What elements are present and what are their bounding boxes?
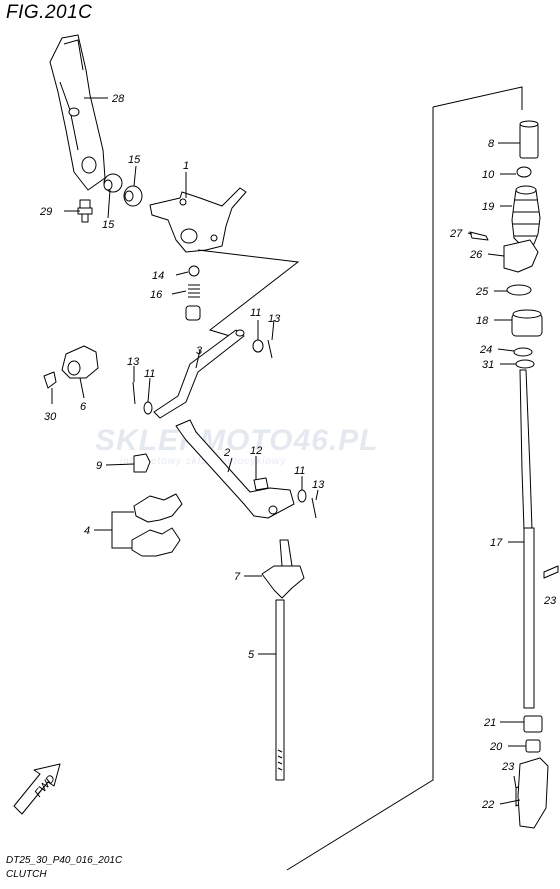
callout-28: 28 xyxy=(111,93,125,105)
callout-23: 23 xyxy=(543,595,557,607)
bellows-boot xyxy=(511,189,541,247)
callout-13: 13 xyxy=(268,313,281,325)
shift-shaft xyxy=(175,419,295,519)
watermark-brand: SKLEPMOTO46.PL xyxy=(95,424,379,457)
nut xyxy=(516,166,532,178)
callout-9: 9 xyxy=(96,460,102,472)
washer xyxy=(297,489,307,503)
callout-15: 15 xyxy=(128,154,141,166)
clamp-lower xyxy=(131,527,181,557)
clamp-upper xyxy=(133,493,183,523)
fwd-arrow-marker: FWD xyxy=(13,763,61,815)
clutch-rod-upper xyxy=(519,369,533,531)
callout-27: 27 xyxy=(449,228,463,240)
shift-lever xyxy=(149,187,247,253)
callout-12: 12 xyxy=(250,445,262,457)
callout-25: 25 xyxy=(475,286,489,298)
watermark-tagline: internetowy sklep motocyklowy xyxy=(120,456,286,467)
callout-14: 14 xyxy=(152,270,164,282)
callout-20: 20 xyxy=(489,741,503,753)
lever-hole xyxy=(81,156,97,174)
o-ring xyxy=(506,284,532,296)
lever-hole xyxy=(68,107,80,117)
shift-collar xyxy=(61,345,99,379)
callout-5: 5 xyxy=(248,649,255,661)
callout-11: 11 xyxy=(144,368,155,380)
callout-15: 15 xyxy=(102,219,115,231)
callout-13: 13 xyxy=(127,356,140,368)
clutch-rod xyxy=(523,527,535,709)
callout-24: 24 xyxy=(479,344,492,356)
callout-4: 4 xyxy=(84,525,90,537)
detent-spring xyxy=(188,284,200,298)
callout-23: 23 xyxy=(501,761,515,773)
shift-rod xyxy=(275,599,285,781)
assembly-outline xyxy=(432,86,523,110)
callout-18: 18 xyxy=(476,315,489,327)
callout-11: 11 xyxy=(294,465,305,477)
callout-10: 10 xyxy=(482,169,495,181)
detent-plunger xyxy=(185,305,201,321)
retainer xyxy=(503,239,539,273)
cotter-pin xyxy=(311,497,317,519)
washer xyxy=(513,347,533,357)
callout-7: 7 xyxy=(234,571,241,583)
bolt xyxy=(133,453,151,473)
cotter-pin xyxy=(132,381,136,405)
washer xyxy=(515,359,535,369)
bolt xyxy=(253,477,269,491)
callout-13: 13 xyxy=(312,479,325,491)
callout-1: 1 xyxy=(183,160,189,172)
callout-3: 3 xyxy=(196,345,203,357)
callout-11: 11 xyxy=(250,307,261,319)
shift-link-rod xyxy=(153,329,245,419)
pin xyxy=(543,565,559,579)
clutch-dog xyxy=(517,757,549,829)
collar xyxy=(525,739,541,753)
callout-17: 17 xyxy=(490,537,503,549)
callout-29: 29 xyxy=(39,206,52,218)
sleeve xyxy=(519,123,539,159)
callout-21: 21 xyxy=(483,717,496,729)
callout-2: 2 xyxy=(223,447,230,459)
watermark: SKLEPMOTO46.PL internetowy sklep motocyk… xyxy=(95,424,379,467)
screw xyxy=(43,371,57,389)
collar xyxy=(523,715,543,733)
model-code: DT25_30_P40_016_201C xyxy=(6,855,123,866)
lever-pivot xyxy=(180,228,198,244)
callout-8: 8 xyxy=(488,138,495,150)
cotter-pin xyxy=(267,339,273,359)
callout-22: 22 xyxy=(481,799,494,811)
washer xyxy=(252,339,264,353)
shift-rod-boot xyxy=(261,565,305,599)
callout-26: 26 xyxy=(469,249,483,261)
callout-19: 19 xyxy=(482,201,494,213)
callout-30: 30 xyxy=(44,411,57,423)
figure-title: FIG.201C xyxy=(6,2,93,23)
bolt-head xyxy=(79,199,91,209)
callout-6: 6 xyxy=(80,401,87,413)
callout-16: 16 xyxy=(150,289,163,301)
callout-31: 31 xyxy=(482,359,494,371)
assembly-outline-left xyxy=(286,107,434,871)
figure-caption: CLUTCH xyxy=(6,869,47,880)
detent-ball xyxy=(188,265,200,277)
washer xyxy=(143,401,153,415)
screw xyxy=(469,231,489,241)
